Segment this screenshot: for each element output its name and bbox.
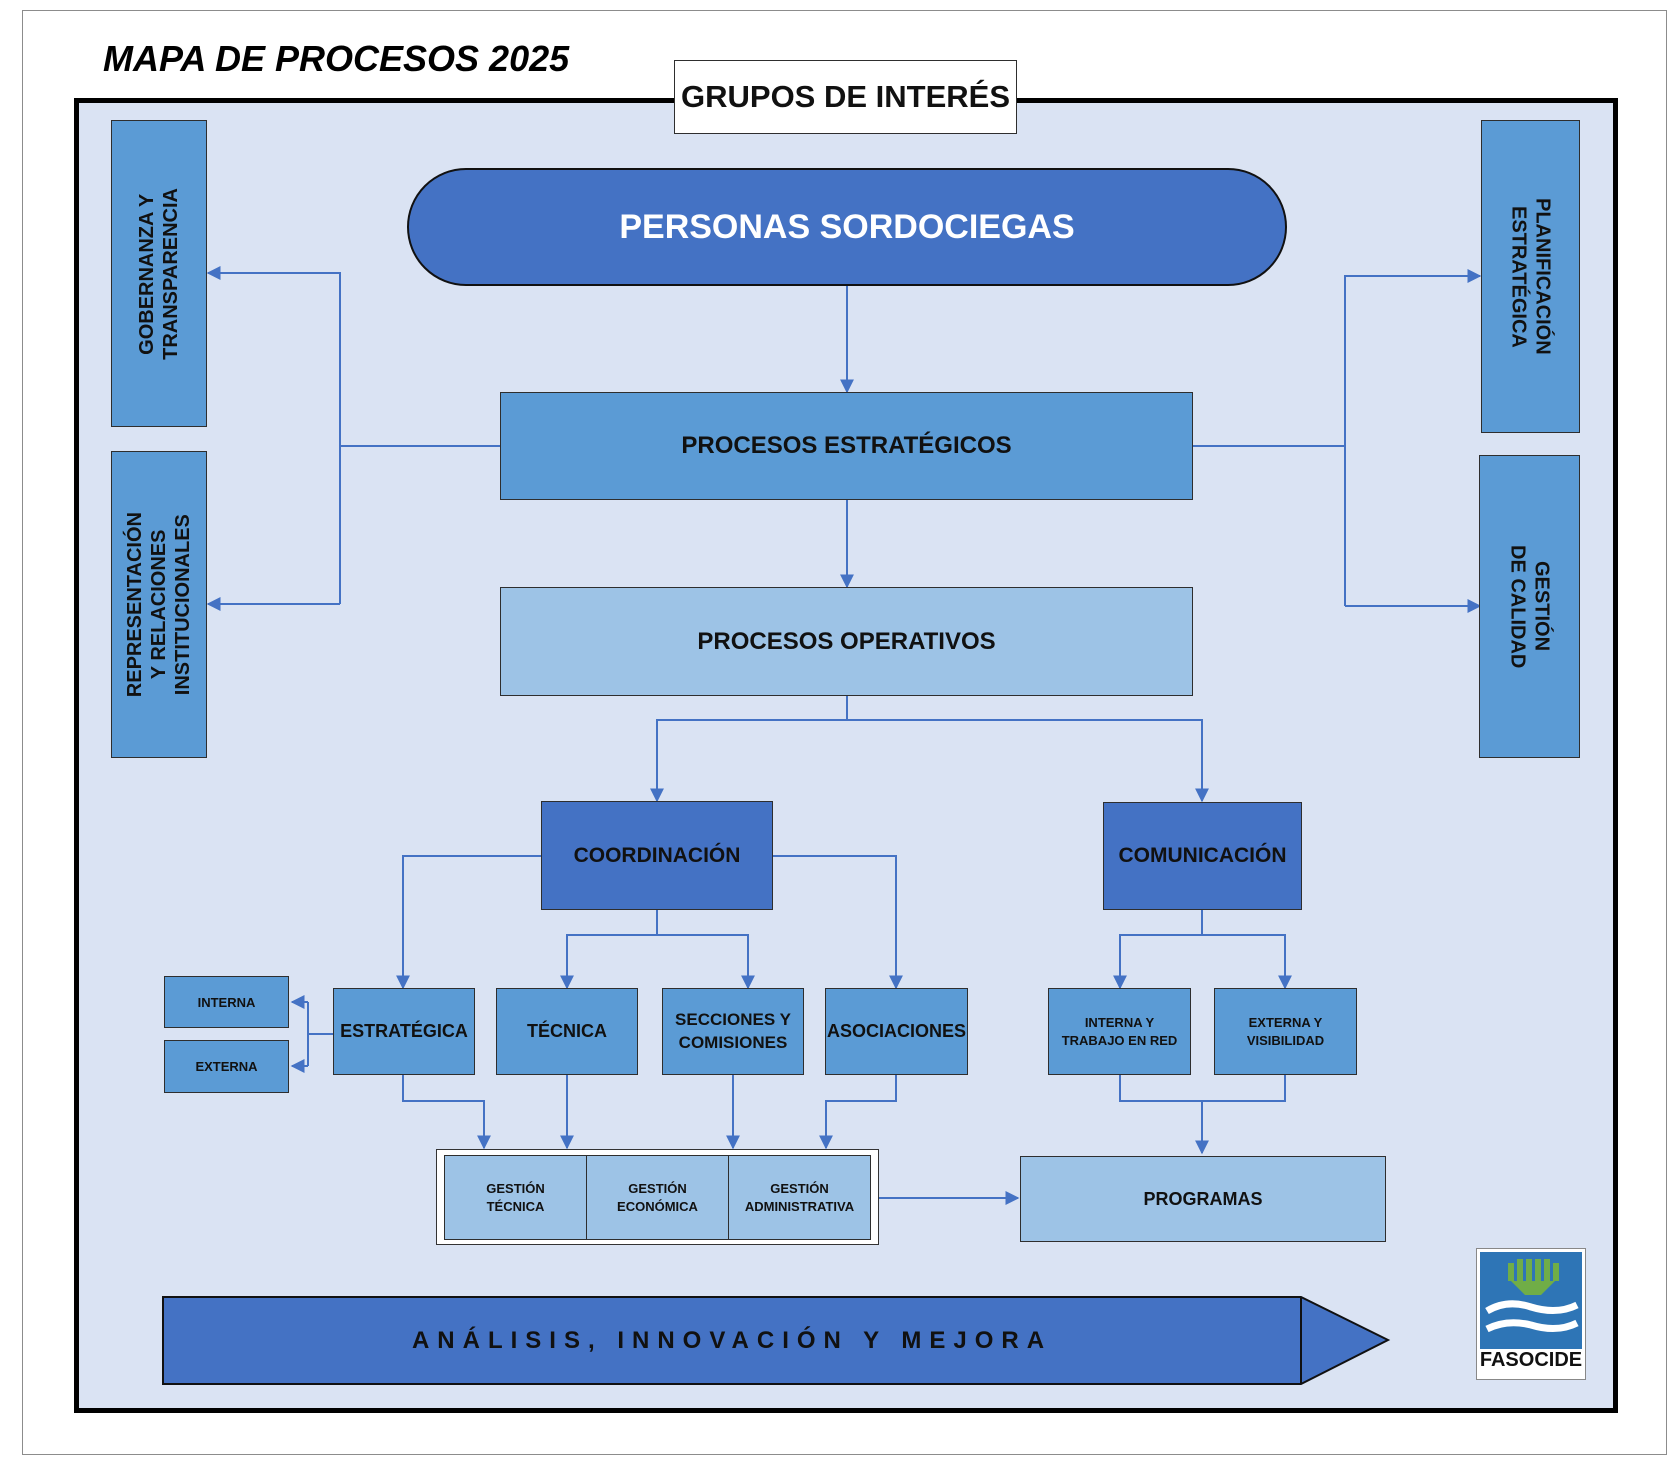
secciones-comisiones-box: SECCIONES Y COMISIONES <box>662 988 804 1075</box>
externa-visibilidad-box: EXTERNA Y VISIBILIDAD <box>1214 988 1357 1075</box>
comunicacion-box: COMUNICACIÓN <box>1103 802 1302 910</box>
programas-box: PROGRAMAS <box>1020 1156 1386 1242</box>
planificacion-label: PLANIFICACIÓN ESTRATÉGICA <box>1507 198 1554 355</box>
calidad-label: GESTIÓN DE CALIDAD <box>1506 544 1553 669</box>
page-title: MAPA DE PROCESOS 2025 <box>103 38 570 79</box>
tecnica-box: TÉCNICA <box>496 988 638 1075</box>
representacion-label: REPRESENTACIÓN Y RELACIONES INSTITUCIONA… <box>124 511 194 698</box>
estrategica-box: ESTRATÉGICA <box>333 988 475 1075</box>
fasocide-logo-text: FASOCIDE <box>1479 1349 1583 1371</box>
gestion-tecnica-box: GESTIÓN TÉCNICA <box>444 1155 587 1240</box>
procesos-estrategicos-box: PROCESOS ESTRATÉGICOS <box>500 392 1193 500</box>
coordinacion-box: COORDINACIÓN <box>541 801 773 910</box>
page-border <box>22 10 1667 1455</box>
representacion-box: REPRESENTACIÓN Y RELACIONES INSTITUCIONA… <box>111 451 207 758</box>
asociaciones-box: ASOCIACIONES <box>825 988 968 1075</box>
planificacion-box: PLANIFICACIÓN ESTRATÉGICA <box>1481 120 1580 433</box>
gobernanza-label: GOBERNANZA Y TRANSPARENCIA <box>136 187 182 360</box>
calidad-box: GESTIÓN DE CALIDAD <box>1479 455 1580 758</box>
interna-box: INTERNA <box>164 976 289 1028</box>
mejora-arrow <box>162 1296 1391 1385</box>
procesos-operativos-box: PROCESOS OPERATIVOS <box>500 587 1193 696</box>
fasocide-logo-graphic <box>1480 1252 1582 1349</box>
gobernanza-box: GOBERNANZA Y TRANSPARENCIA <box>111 120 207 427</box>
externa-box: EXTERNA <box>164 1040 289 1093</box>
mejora-label: ANÁLISIS, INNOVACIÓN Y MEJORA <box>411 1326 1053 1354</box>
interna-trabajo-red-box: INTERNA Y TRABAJO EN RED <box>1048 988 1191 1075</box>
fasocide-logo: FASOCIDE <box>1476 1248 1586 1380</box>
grupos-interes-label: GRUPOS DE INTERÉS <box>674 60 1017 134</box>
gestion-administrativa-box: GESTIÓN ADMINISTRATIVA <box>728 1155 871 1240</box>
personas-sordociegas-box: PERSONAS SORDOCIEGAS <box>407 168 1287 286</box>
gestion-economica-box: GESTIÓN ECONÓMICA <box>586 1155 729 1240</box>
